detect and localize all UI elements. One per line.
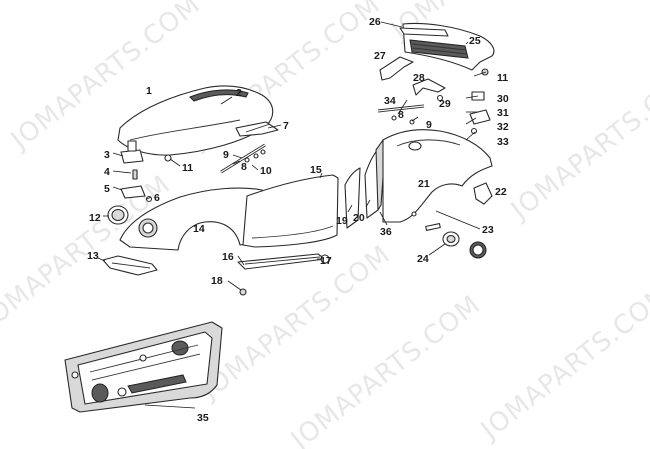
callout-19: 19 [336,215,348,227]
engine-lid-hinges[interactable] [379,56,446,102]
callout-14: 14 [193,223,205,235]
front-bracket[interactable] [102,255,158,276]
callout-24: 24 [417,253,429,265]
callout-26: 26 [369,16,381,28]
callout-25: 25 [469,35,481,47]
callout-11: 11 [497,72,508,84]
hood-hinge[interactable] [235,121,279,137]
callout-labels: 1 2 3 4 5 6 7 8 8 9 9 10 11 11 12 13 14 … [87,16,509,424]
hood-lock-assembly[interactable] [120,140,172,203]
callout-33: 33 [497,136,509,148]
fuel-filler[interactable] [411,211,487,259]
callout-5: 5 [104,183,110,195]
callout-11: 11 [182,162,193,174]
callout-1: 1 [146,85,152,97]
rear-quarter-panel[interactable] [382,129,493,223]
callout-2: 2 [236,87,242,99]
callout-23: 23 [482,224,494,236]
callout-8: 8 [241,161,247,173]
rocker-panel[interactable] [237,253,330,270]
callout-28: 28 [413,72,425,84]
callout-20: 20 [353,212,365,224]
watermark-text: JOMAPARTS.COM [474,280,650,447]
engine-lid[interactable] [399,23,495,71]
callout-9: 9 [426,119,432,131]
callout-31: 31 [497,107,509,119]
callout-36: 36 [380,226,392,238]
callout-34: 34 [384,95,396,107]
door-shell[interactable] [64,321,223,413]
callout-3: 3 [104,149,110,161]
headlight-bucket[interactable] [107,205,129,225]
door-skin[interactable] [242,174,339,248]
hood-strut[interactable] [220,143,266,174]
callout-22: 22 [495,186,507,198]
front-hood[interactable] [117,85,274,156]
callout-7: 7 [283,120,289,132]
engine-lid-strut[interactable] [377,104,425,125]
callout-35: 35 [197,412,209,424]
callout-30: 30 [497,93,509,105]
leader-lines [97,21,487,409]
callout-10: 10 [260,165,272,177]
callout-9: 9 [223,149,229,161]
drain-plug[interactable] [239,288,247,296]
callout-4: 4 [104,166,110,178]
callout-17: 17 [320,255,332,267]
callout-29: 29 [439,98,451,110]
callout-32: 32 [497,121,509,133]
callout-13: 13 [87,250,99,262]
callout-12: 12 [89,212,101,224]
callout-18: 18 [211,275,223,287]
callout-16: 16 [222,251,234,263]
door-jamb-panels[interactable] [344,139,386,229]
callout-6: 6 [154,192,160,204]
callout-21: 21 [418,178,430,190]
watermark-text: JOMAPARTS.COM [504,60,650,227]
callout-27: 27 [374,50,386,62]
rear-bracket[interactable] [473,182,493,205]
callout-8: 8 [398,109,404,121]
engine-lid-latch[interactable] [469,68,491,135]
callout-15: 15 [310,164,322,176]
